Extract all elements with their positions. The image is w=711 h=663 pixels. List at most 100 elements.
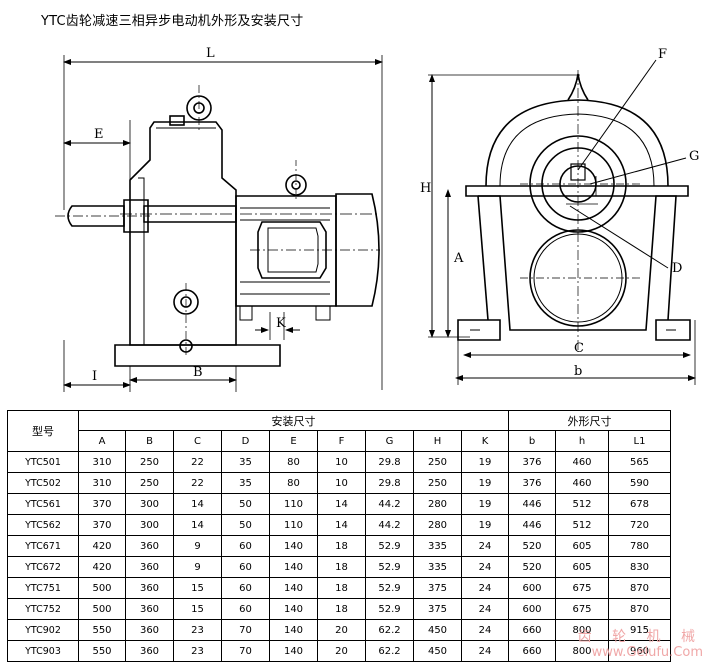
table-cell: 24	[461, 619, 509, 641]
table-cell: 14	[173, 493, 222, 515]
table-cell: 870	[608, 598, 671, 620]
install-group-header: 安装尺寸	[78, 410, 509, 431]
table-cell: 800	[555, 640, 609, 662]
table-cell: 565	[608, 451, 671, 473]
table-cell: 250	[413, 451, 462, 473]
table-cell: 420	[78, 556, 126, 578]
dim-b-label: b	[574, 364, 582, 379]
table-cell: 310	[78, 472, 126, 494]
table-cell: 14	[173, 514, 222, 536]
table-cell: 60	[221, 556, 270, 578]
table-cell: 550	[78, 619, 126, 641]
table-cell: 18	[317, 556, 366, 578]
table-cell: 24	[461, 577, 509, 599]
dim-I-label: I	[92, 369, 97, 384]
table-cell: 660	[508, 619, 556, 641]
page-title: YTC齿轮减速三相异步电动机外形及安装尺寸	[41, 14, 304, 29]
table-cell: 720	[608, 514, 671, 536]
table-cell: 600	[508, 598, 556, 620]
table-cell: 310	[78, 451, 126, 473]
table-cell: 520	[508, 556, 556, 578]
table-cell: 18	[317, 577, 366, 599]
column-header: E	[269, 430, 318, 452]
column-header: C	[173, 430, 222, 452]
table-cell: 512	[555, 493, 609, 515]
table-cell: 29.8	[365, 472, 414, 494]
table-cell: 52.9	[365, 598, 414, 620]
table-cell: 446	[508, 514, 556, 536]
table-cell: 62.2	[365, 640, 414, 662]
table-cell: 24	[461, 556, 509, 578]
table-cell: 18	[317, 598, 366, 620]
table-cell: 140	[269, 535, 318, 557]
table-cell: 250	[125, 451, 174, 473]
table-cell: 23	[173, 640, 222, 662]
front-view	[428, 59, 696, 385]
column-header: H	[413, 430, 462, 452]
table-cell: 450	[413, 640, 462, 662]
table-cell: 460	[555, 472, 609, 494]
model-cell: YTC502	[7, 472, 79, 494]
column-header: K	[461, 430, 509, 452]
table-cell: 360	[125, 556, 174, 578]
table-cell: 376	[508, 451, 556, 473]
table-cell: 50	[221, 514, 270, 536]
table-cell: 29.8	[365, 451, 414, 473]
table-cell: 870	[608, 577, 671, 599]
table-cell: 300	[125, 514, 174, 536]
table-cell: 600	[508, 577, 556, 599]
table-cell: 590	[608, 472, 671, 494]
column-header: D	[221, 430, 270, 452]
table-cell: 280	[413, 493, 462, 515]
outline-group-header: 外形尺寸	[508, 410, 671, 431]
table-cell: 360	[125, 577, 174, 599]
table-cell: 375	[413, 577, 462, 599]
table-cell: 140	[269, 619, 318, 641]
table-cell: 280	[413, 514, 462, 536]
table-cell: 360	[125, 535, 174, 557]
table-cell: 44.2	[365, 493, 414, 515]
table-cell: 24	[461, 535, 509, 557]
model-cell: YTC562	[7, 514, 79, 536]
table-cell: 460	[555, 451, 609, 473]
table-cell: 550	[78, 640, 126, 662]
column-header: G	[365, 430, 414, 452]
table-cell: 370	[78, 493, 126, 515]
table-cell: 675	[555, 598, 609, 620]
table-cell: 52.9	[365, 577, 414, 599]
watermark: 齿 轮 机 械 www.Gelufu.Com	[578, 629, 703, 661]
model-cell: YTC752	[7, 598, 79, 620]
table-cell: 19	[461, 514, 509, 536]
table-cell: 62.2	[365, 619, 414, 641]
table-cell: 140	[269, 640, 318, 662]
table-cell: 780	[608, 535, 671, 557]
model-cell: YTC902	[7, 619, 79, 641]
table-cell: 675	[555, 577, 609, 599]
column-header: A	[78, 430, 126, 452]
column-header: L1	[608, 430, 671, 452]
table-cell: 660	[508, 640, 556, 662]
table-cell: 80	[269, 472, 318, 494]
table-cell: 35	[221, 472, 270, 494]
table-cell: 250	[125, 472, 174, 494]
table-cell: 23	[173, 619, 222, 641]
table-cell: 24	[461, 640, 509, 662]
table-cell: 375	[413, 598, 462, 620]
table-cell: 50	[221, 493, 270, 515]
table-cell: 70	[221, 619, 270, 641]
table-cell: 500	[78, 577, 126, 599]
table-cell: 500	[78, 598, 126, 620]
table-cell: 15	[173, 598, 222, 620]
table-cell: 520	[508, 535, 556, 557]
dim-B-label: B	[193, 365, 203, 380]
table-cell: 60	[221, 577, 270, 599]
table-cell: 10	[317, 472, 366, 494]
table-cell: 960	[608, 640, 671, 662]
